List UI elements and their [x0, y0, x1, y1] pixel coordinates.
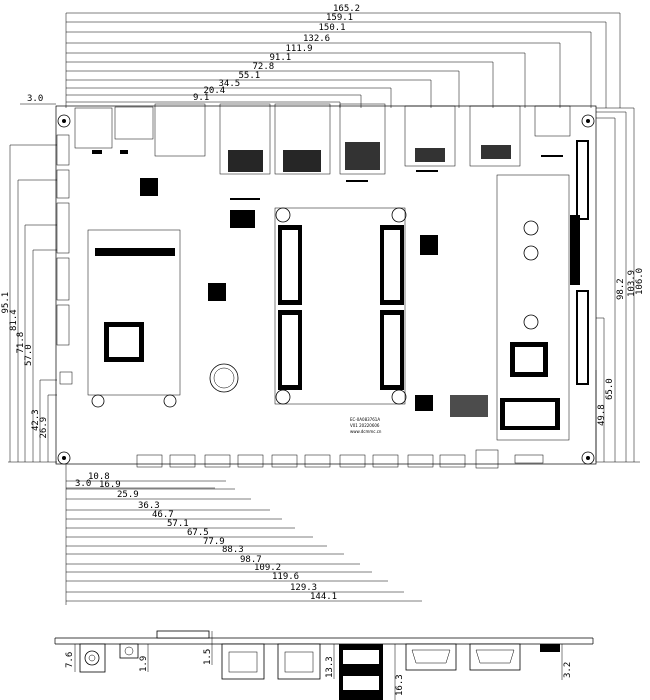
mini-pcie-area — [87, 229, 181, 396]
top-dim-label-0: 165.2 — [333, 4, 360, 14]
board-website: www.dcmmc.cn — [350, 429, 382, 434]
top-dim-label-7: 55.1 — [239, 71, 261, 81]
left-offset-label: 3.0 — [27, 94, 43, 104]
left-connectors — [56, 134, 73, 385]
right-dim-label-4: 49.8 — [597, 404, 607, 426]
bottom-dim-label-7: 67.5 — [187, 528, 209, 538]
bottom-dim-label-5: 46.7 — [152, 510, 174, 520]
left-offset-dimension: 3.0 — [20, 94, 56, 105]
top-dim-label-8: 34.5 — [219, 79, 241, 89]
top-dim-label-4: 111.9 — [286, 44, 313, 54]
left-dim-label-4: 42.3 — [31, 409, 41, 431]
board-outline — [55, 105, 597, 465]
top-dim-label-1: 159.1 — [326, 13, 353, 23]
right-header-area — [140, 140, 589, 441]
bottom-dim-label-1: 10.8 — [88, 472, 110, 482]
bottom-dim-label-4: 36.3 — [138, 501, 160, 511]
side-dim-button-height: 1.9 — [139, 656, 149, 672]
top-dim-label-10: 9.1 — [193, 93, 209, 103]
bottom-dim-label-8: 77.9 — [203, 537, 225, 547]
som-module-area — [274, 207, 406, 405]
top-dim-label-5: 91.1 — [270, 53, 292, 63]
left-dim-label-1: 81.4 — [9, 309, 19, 331]
mounting-holes — [57, 114, 595, 465]
side-view — [54, 630, 594, 700]
top-dim-label-2: 150.1 — [319, 23, 346, 33]
silkscreen-marks — [92, 150, 563, 200]
bottom-dim-label-10: 98.7 — [240, 555, 262, 565]
bottom-dim-label-2: 16.9 — [99, 480, 121, 490]
left-dim-label-0: 95.1 — [1, 292, 11, 314]
bottom-dim-label-12: 119.6 — [272, 572, 299, 582]
board-part-number: EC-0A083761A — [350, 417, 380, 422]
side-dim-rj45-height: 13.3 — [325, 656, 335, 678]
right-dim-label-0: 98.2 — [616, 278, 626, 300]
left-dim-label-2: 71.8 — [16, 332, 26, 354]
side-dim-usb-height: 16.3 — [395, 674, 405, 696]
top-dimensions: 165.2159.1150.1132.6111.991.172.855.134.… — [65, 4, 621, 108]
bottom-dim-label-11: 109.2 — [254, 563, 281, 573]
side-view-dimensions: 7.6 1.9 1.5 13.3 16.3 3.2 — [65, 631, 573, 700]
right-dim-label-1: 103.9 — [627, 270, 637, 297]
left-dim-label-5: 26.9 — [39, 417, 49, 439]
right-dim-label-3: 65.0 — [605, 378, 615, 400]
left-dimensions: 95.181.471.857.0 42.326.9 — [1, 144, 57, 463]
bottom-dim-label-14: 144.1 — [310, 592, 337, 602]
bottom-connectors — [136, 449, 544, 469]
bottom-dim-label-0: 3.0 — [75, 479, 91, 489]
side-dim-card-height: 1.5 — [203, 649, 213, 665]
top-connectors — [74, 103, 571, 175]
side-dim-hdmi-height: 3.2 — [563, 662, 573, 678]
top-dim-label-3: 132.6 — [303, 34, 330, 44]
side-dim-jack-height: 7.6 — [65, 652, 75, 668]
left-dim-label-3: 57.0 — [24, 344, 34, 366]
bottom-dim-label-6: 57.1 — [167, 519, 189, 529]
right-dim-label-2: 106.0 — [635, 268, 645, 295]
board-version: V01 20220606 — [350, 423, 380, 428]
bottom-dim-label-3: 25.9 — [117, 490, 139, 500]
top-dim-label-9: 20.4 — [204, 86, 226, 96]
bottom-dim-label-13: 129.3 — [290, 583, 317, 593]
bottom-dimensions: 3.010.816.925.936.346.757.167.577.988.39… — [65, 464, 422, 605]
bottom-dim-label-9: 88.3 — [222, 545, 244, 555]
top-dim-label-6: 72.8 — [253, 62, 275, 72]
